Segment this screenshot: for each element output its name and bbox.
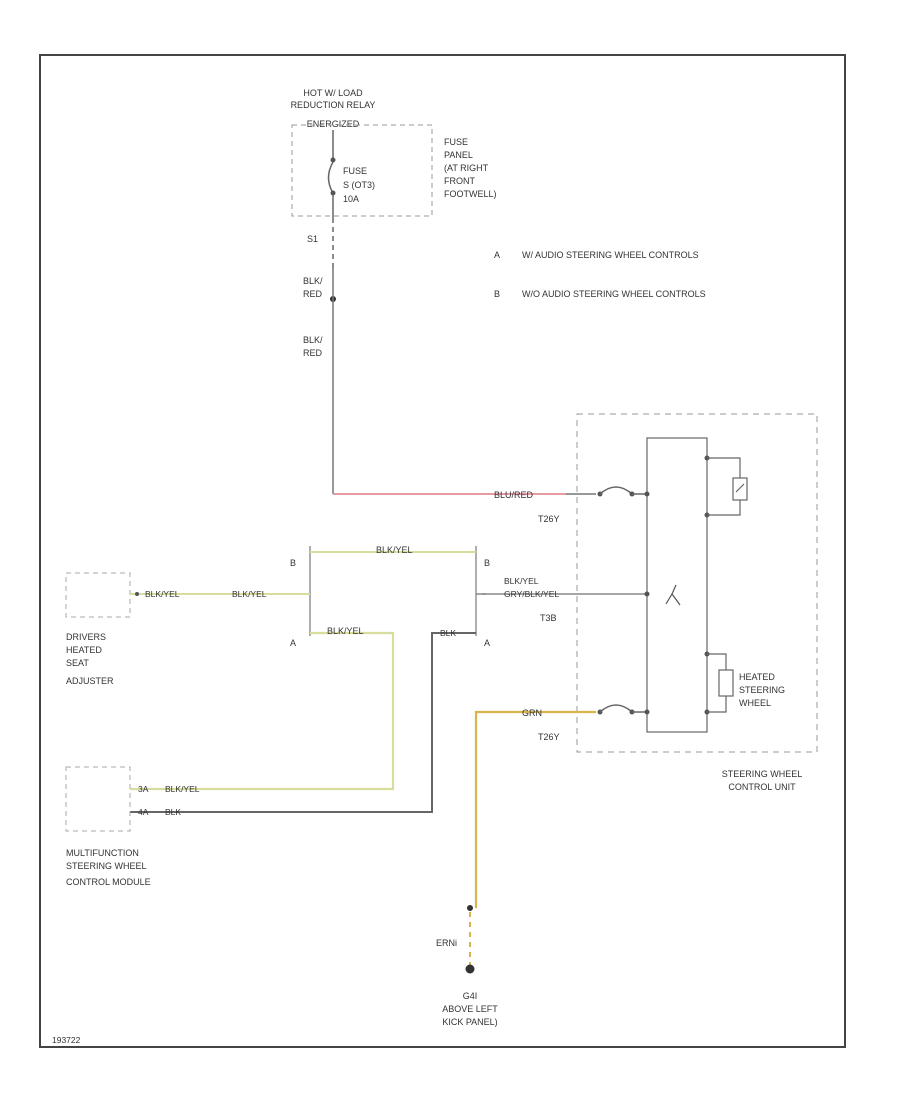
ground-label-3: KICK PANEL) bbox=[442, 1017, 497, 1027]
fuse-panel-label-1: FUSE bbox=[444, 137, 468, 147]
fuse-symbol bbox=[327, 161, 334, 194]
seat-label-4: ADJUSTER bbox=[66, 676, 114, 686]
heater-element-icon bbox=[718, 669, 734, 697]
heated-label-2: STEERING bbox=[739, 685, 785, 695]
node bbox=[644, 491, 650, 497]
wire-option-b-label: BLK/YEL bbox=[376, 545, 413, 555]
ground-label-1: G4I bbox=[463, 991, 478, 1001]
fuse-panel-label-2: PANEL bbox=[444, 150, 473, 160]
steering-wheel-control-unit-box bbox=[576, 413, 818, 753]
terminal-t26y-bottom: T26Y bbox=[538, 732, 560, 742]
fuse-label-1: FUSE bbox=[343, 166, 367, 176]
wire-seat-right-label: BLK/YEL bbox=[232, 589, 267, 599]
fuse-node-bottom bbox=[330, 190, 336, 196]
control-module-block bbox=[646, 437, 708, 733]
fuse-node-top bbox=[330, 157, 336, 163]
wire-option-a-yel bbox=[130, 631, 395, 791]
terminal-t3b: T3B bbox=[540, 613, 557, 623]
mf-label-1: MULTIFUNCTION bbox=[66, 848, 139, 858]
wire-blk-red-top-1: BLK/ bbox=[303, 276, 323, 286]
wire-ctrl-mid-label-1: BLK/YEL bbox=[504, 576, 539, 586]
relay-label-3: ENERGIZED bbox=[307, 119, 360, 129]
wire-option-a-blk bbox=[130, 632, 476, 813]
swcu-label-2: CONTROL UNIT bbox=[728, 782, 796, 792]
fuse-link-top bbox=[599, 486, 633, 495]
mf-pin-top: 3A bbox=[138, 784, 149, 794]
drivers-heated-seat-adjuster-box bbox=[65, 572, 131, 618]
wire-blu-red-label: BLU/RED bbox=[494, 490, 534, 500]
fuse-output-terminal: S1 bbox=[307, 234, 318, 244]
legend-key-a: A bbox=[494, 250, 500, 260]
splice-b-right: B bbox=[484, 558, 490, 568]
relay-coil-top bbox=[732, 477, 748, 501]
switch-symbol bbox=[665, 584, 681, 606]
wire-seat-left-label: BLK/YEL bbox=[145, 589, 180, 599]
fuse-panel-box bbox=[291, 124, 433, 217]
ground-connector-dot bbox=[467, 905, 473, 911]
mf-label-2: STEERING WHEEL bbox=[66, 861, 147, 871]
fuse-label-3: 10A bbox=[343, 194, 359, 204]
fuse-label-2: S (OT3) bbox=[343, 180, 375, 190]
wire-option-a-label: BLK/YEL bbox=[327, 626, 364, 636]
splice-b-left: B bbox=[290, 558, 296, 568]
splice-a-right: A bbox=[484, 638, 490, 648]
mf-label-3: CONTROL MODULE bbox=[66, 877, 151, 887]
wire-option-a-blk-label: BLK bbox=[440, 628, 456, 638]
fuse-link-bottom bbox=[599, 704, 633, 713]
legend-text-b: W/O AUDIO STEERING WHEEL CONTROLS bbox=[522, 289, 706, 299]
wire-grn-label: GRN bbox=[522, 708, 542, 718]
ground-label-2: ABOVE LEFT bbox=[442, 1004, 498, 1014]
legend-text-a: W/ AUDIO STEERING WHEEL CONTROLS bbox=[522, 250, 699, 260]
fuse-panel-label-3: (AT RIGHT bbox=[444, 163, 489, 173]
multifunction-steering-wheel-control-module-box bbox=[65, 766, 131, 832]
terminal-t26y-top: T26Y bbox=[538, 514, 560, 524]
wire-grn bbox=[474, 710, 596, 818]
fuse-panel-label-5: FOOTWELL) bbox=[444, 189, 497, 199]
relay-label-1: HOT W/ LOAD bbox=[303, 88, 363, 98]
mf-wire-bottom-label: BLK bbox=[165, 807, 181, 817]
heated-label-3: WHEEL bbox=[739, 698, 771, 708]
ground-pin-label: ERNi bbox=[436, 938, 457, 948]
mf-wire-top-label: BLK/YEL bbox=[165, 784, 200, 794]
relay-label-2: REDUCTION RELAY bbox=[291, 100, 376, 110]
heated-label-1: HEATED bbox=[739, 672, 775, 682]
node bbox=[644, 709, 650, 715]
splice-a-left: A bbox=[290, 638, 296, 648]
wire-ctrl-mid-label-2: GRY/BLK/YEL bbox=[504, 589, 559, 599]
footer-code: 193722 bbox=[52, 1035, 81, 1045]
diagram-frame bbox=[39, 54, 846, 1048]
node bbox=[135, 592, 139, 596]
seat-label-2: HEATED bbox=[66, 645, 102, 655]
wire-blk-red-bot-1: BLK/ bbox=[303, 335, 323, 345]
wire-blk-red-bot-2: RED bbox=[303, 348, 323, 358]
wire-blk-red-top-2: RED bbox=[303, 289, 323, 299]
ground-point-icon bbox=[465, 964, 475, 974]
node bbox=[644, 591, 650, 597]
swcu-label-1: STEERING WHEEL bbox=[722, 769, 803, 779]
fuse-panel-label-4: FRONT bbox=[444, 176, 475, 186]
legend-key-b: B bbox=[494, 289, 500, 299]
seat-label-1: DRIVERS bbox=[66, 632, 106, 642]
relay-contact-top bbox=[735, 483, 745, 493]
seat-label-3: SEAT bbox=[66, 658, 89, 668]
mf-pin-bottom: 4A bbox=[138, 807, 149, 817]
